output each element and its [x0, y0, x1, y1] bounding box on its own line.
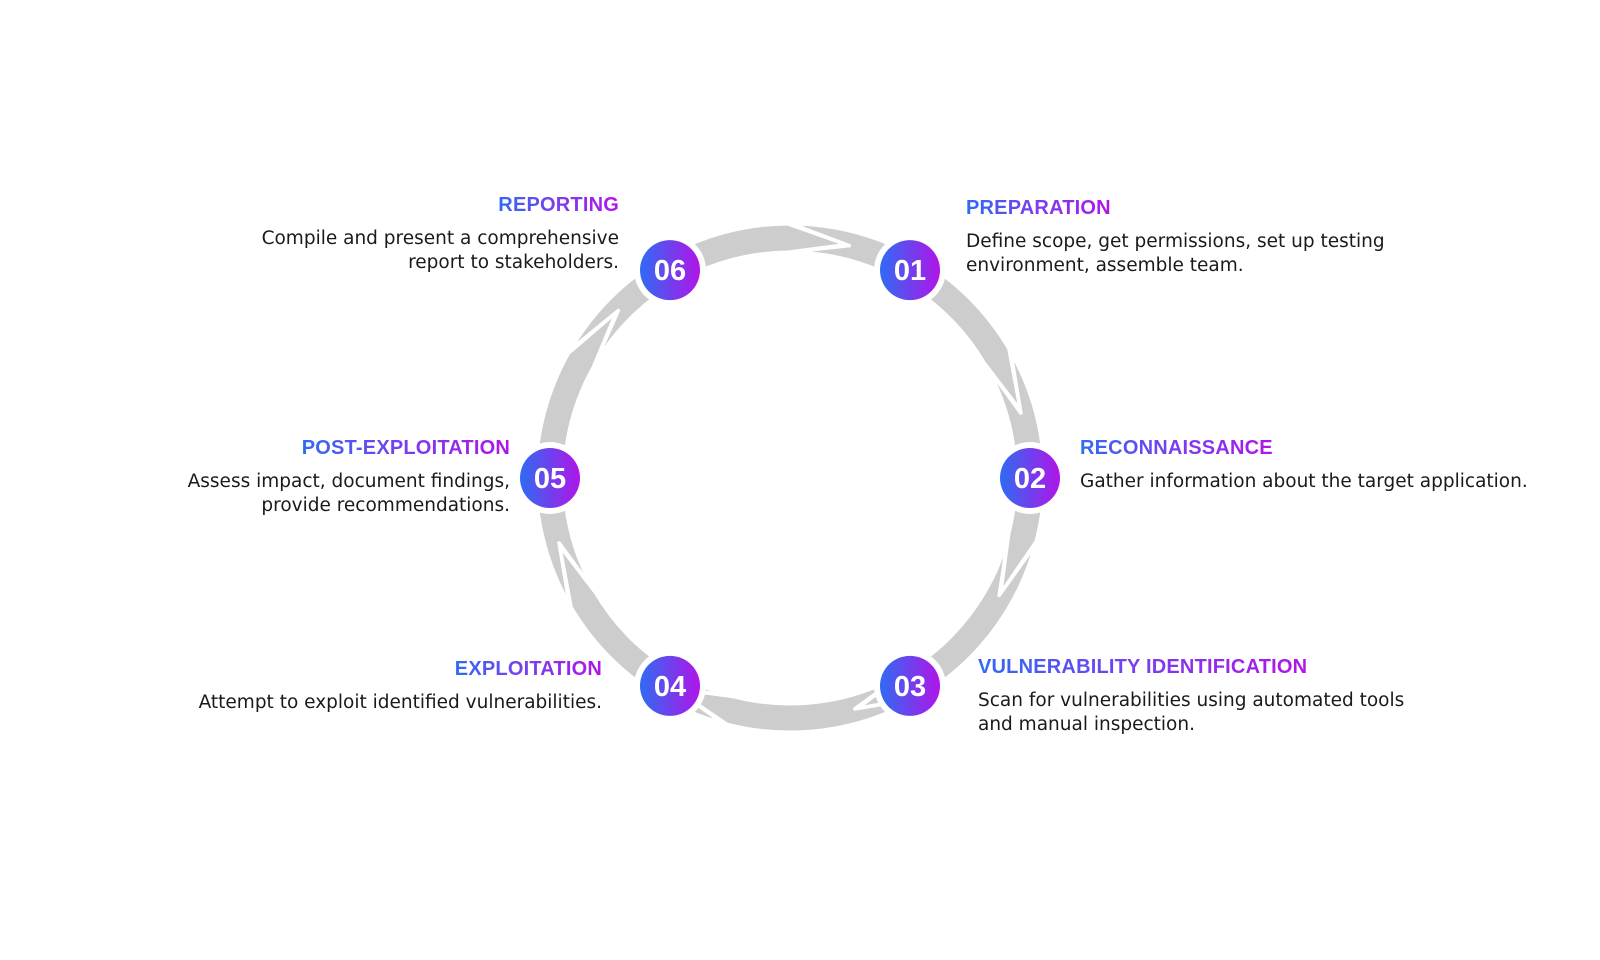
step-title-reconnaissance: RECONNAISSANCE	[1080, 437, 1273, 459]
step-badge-02: 02	[994, 442, 1066, 514]
step-desc-exploitation: Attempt to exploit identified vulnerabil…	[122, 691, 602, 715]
step-badge-01: 01	[874, 234, 946, 307]
step-desc-line: Compile and present a comprehensive	[261, 228, 619, 249]
step-title-preparation: PREPARATION	[966, 197, 1111, 219]
step-badges: 01 02 03 04 05 06	[514, 234, 1066, 722]
step-title-post-exploitation: POST-EXPLOITATION	[301, 437, 510, 459]
step-desc-line: Attempt to exploit identified vulnerabil…	[198, 692, 602, 713]
step-desc-line: report to stakeholders.	[408, 252, 619, 273]
step-desc-line: Gather information about the target appl…	[1080, 471, 1528, 492]
cycle-ring	[534, 222, 1046, 734]
badge-circle	[1000, 448, 1060, 508]
step-title-exploitation: EXPLOITATION	[454, 658, 602, 680]
step-desc-reporting: Compile and present a comprehensive repo…	[139, 227, 619, 275]
step-reporting: REPORTING Compile and present a comprehe…	[139, 193, 619, 275]
step-desc-line: Scan for vulnerabilities using automated…	[978, 690, 1405, 711]
step-desc-preparation: Define scope, get permissions, set up te…	[966, 230, 1446, 278]
step-title-vulnerability-identification: VULNERABILITY IDENTIFICATION	[978, 656, 1308, 678]
step-vulnerability-identification: VULNERABILITY IDENTIFICATION Scan for vu…	[978, 655, 1478, 737]
badge-circle	[880, 655, 940, 716]
step-desc-line: Assess impact, document findings,	[187, 471, 510, 492]
badge-number: 06	[654, 255, 686, 287]
step-reconnaissance: RECONNAISSANCE Gather information about …	[1080, 436, 1580, 494]
cycle-arrow-segment	[570, 222, 847, 364]
step-badge-04: 04	[634, 649, 706, 722]
badge-number: 03	[894, 671, 926, 703]
step-badge-03: 03	[874, 649, 946, 722]
badge-circle	[640, 655, 700, 716]
step-desc-line: and manual inspection.	[978, 714, 1195, 735]
badge-circle	[640, 240, 700, 301]
step-desc-vulnerability-identification: Scan for vulnerabilities using automated…	[978, 689, 1478, 737]
badge-number: 02	[1014, 463, 1046, 495]
step-desc-post-exploitation: Assess impact, document findings, provid…	[30, 470, 510, 518]
badge-number: 04	[654, 671, 686, 703]
step-desc-reconnaissance: Gather information about the target appl…	[1080, 470, 1580, 494]
badge-circle	[880, 240, 940, 301]
badge-circle	[520, 448, 580, 508]
step-desc-line: Define scope, get permissions, set up te…	[966, 231, 1385, 252]
badge-number: 01	[894, 255, 926, 287]
step-badge-05: 05	[514, 442, 586, 514]
badge-number: 05	[534, 463, 566, 495]
step-desc-line: provide recommendations.	[261, 495, 510, 516]
step-exploitation: EXPLOITATION Attempt to exploit identifi…	[122, 657, 602, 715]
step-title-reporting: REPORTING	[498, 194, 619, 216]
step-preparation: PREPARATION Define scope, get permission…	[966, 196, 1446, 278]
step-desc-line: environment, assemble team.	[966, 255, 1244, 276]
step-badge-06: 06	[634, 234, 706, 307]
step-post-exploitation: POST-EXPLOITATION Assess impact, documen…	[30, 436, 510, 518]
